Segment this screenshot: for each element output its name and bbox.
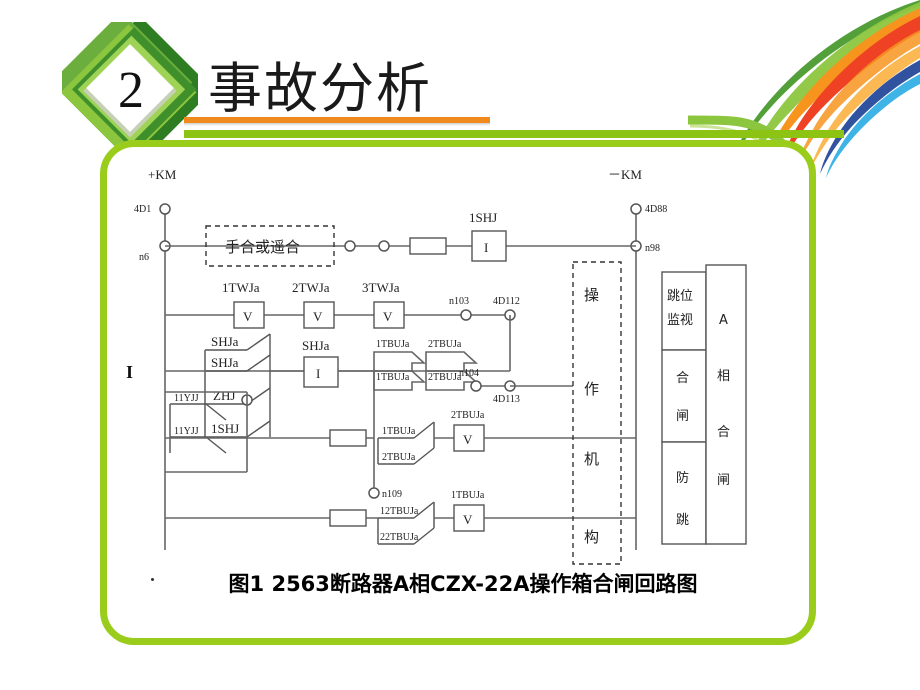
coil-1tbuja-symbol: V: [463, 512, 473, 527]
trip-monitor-line2: 监视: [667, 313, 693, 328]
title-underline-green: [184, 130, 844, 138]
coil-2twja-symbol: V: [313, 309, 323, 324]
terminal-4d88-label: 4D88: [645, 204, 667, 215]
terminal-n103-label: n103: [449, 296, 469, 307]
terminal-n98-label: n98: [645, 243, 660, 254]
coil-2tbuja-label: 2TBUJa: [451, 410, 485, 421]
contact-shja-lower-label: SHJa: [211, 355, 239, 370]
coil-2twja-label: 2TWJa: [292, 280, 330, 295]
terminal-n109-label: n109: [382, 489, 402, 500]
relay-1shj-label: 1SHJ: [469, 210, 497, 225]
contact-2tbuja-top-label: 2TBUJa: [428, 339, 462, 350]
mechanism-char-4: 构: [584, 528, 599, 546]
mechanism-char-1: 操: [584, 286, 599, 304]
relay-1shj-symbol: I: [484, 240, 488, 255]
antipump-line2: 跳: [676, 513, 689, 528]
logo-diamonds-icon: [50, 11, 214, 163]
relay-shja-label: SHJa: [302, 338, 330, 353]
contact-zhj-label: ZHJ: [213, 388, 235, 403]
coil-1tbuja-label: 1TBUJa: [451, 490, 485, 501]
coil-1twja-label: 1TWJa: [222, 280, 260, 295]
contact-1tbuja-r4-label: 1TBUJa: [382, 426, 416, 437]
phase-char-he: 合: [717, 425, 730, 440]
terminal-4d113-label: 4D113: [493, 394, 520, 405]
phase-char-xiang: 相: [717, 369, 730, 384]
contact-1shj-label: 1SHJ: [211, 421, 239, 436]
contact-11yjj-lower-label: 11YJJ: [174, 426, 199, 437]
page-title: 事故分析: [208, 57, 432, 120]
manual-close-box-label: 手合或遥合: [225, 238, 300, 256]
close-line1: 合: [676, 371, 689, 386]
title-underline-orange: [184, 117, 490, 126]
caption-dot-mark: [151, 578, 154, 581]
left-edge-marker: I: [126, 362, 133, 382]
coil-3twja-label: 3TWJa: [362, 280, 400, 295]
function-box-group: 跳位 监视 合 闸 防 跳 A 相 合 闸: [661, 264, 747, 545]
relay-shja-symbol: I: [316, 366, 320, 381]
terminal-n6-label: n6: [139, 252, 149, 263]
phase-char-zha: 闸: [717, 473, 730, 488]
phase-char-a: A: [719, 313, 728, 328]
slide-number-text: 2: [118, 61, 144, 119]
contact-2tbuja-r4-label: 2TBUJa: [382, 452, 416, 463]
slide-number-logo: 2: [50, 11, 214, 163]
close-line2: 闸: [676, 409, 689, 424]
coil-1twja-symbol: V: [243, 309, 253, 324]
rail-negative-label: －KM: [608, 167, 642, 182]
figure-caption: 图1 2563断路器A相CZX-22A操作箱合闸回路图: [228, 572, 698, 596]
contact-22tbuja-label: 22TBUJa: [380, 532, 419, 543]
contact-shja-upper-label: SHJa: [211, 334, 239, 349]
circuit-diagram: +KM －KM 4D1 n6 4D88 n98 手合或遥合 I 1SHJ V 1…: [118, 152, 808, 592]
mechanism-char-3: 机: [584, 450, 599, 468]
rail-positive-label: +KM: [148, 167, 177, 182]
coil-3twja-symbol: V: [383, 309, 393, 324]
terminal-4d1-label: 4D1: [134, 204, 151, 215]
contact-1tbuja-top-label: 1TBUJa: [376, 339, 410, 350]
trip-monitor-line1: 跳位: [667, 289, 693, 304]
contact-12tbuja-label: 12TBUJa: [380, 506, 419, 517]
contact-1tbuja-bottom-label: 1TBUJa: [376, 372, 410, 383]
terminal-4d112-label: 4D112: [493, 296, 520, 307]
coil-2tbuja-symbol: V: [463, 432, 473, 447]
contact-2tbuja-bottom-label: 2TBUJa: [428, 372, 462, 383]
contact-11yjj-upper-label: 11YJJ: [174, 393, 199, 404]
mechanism-char-2: 作: [584, 380, 599, 398]
arrow-contact-group: 1TBUJa 1TBUJa 2TBUJa 2TBUJa: [373, 339, 479, 391]
terminal-n104-label: n104: [459, 368, 479, 379]
antipump-line1: 防: [676, 470, 689, 486]
